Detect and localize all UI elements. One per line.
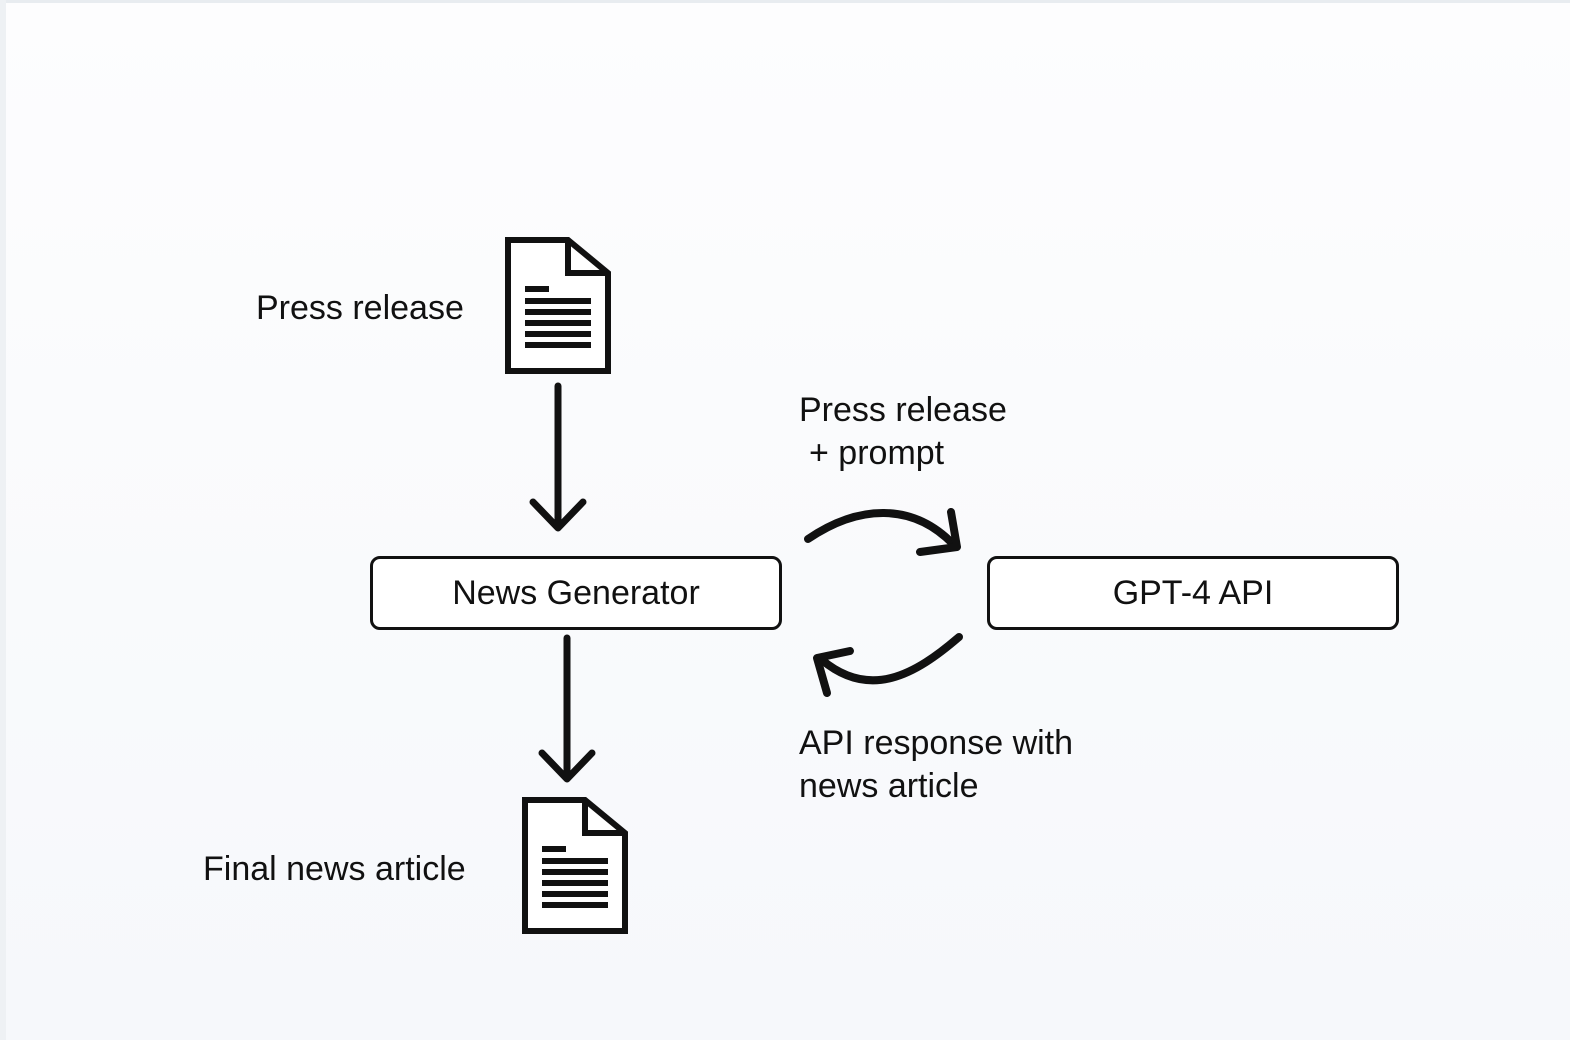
gpt4-api-node: GPT-4 API [987, 556, 1399, 630]
input-document-icon [505, 237, 611, 374]
request-edge-label-line2: + prompt [809, 434, 945, 472]
frame-top-border [0, 0, 1570, 3]
frame-left-border [0, 0, 6, 1040]
response-curved-arrow [813, 633, 963, 697]
request-curved-arrow [804, 508, 961, 556]
request-edge-label: Press release + prompt [799, 389, 1007, 475]
output-document-icon [522, 797, 628, 934]
press-release-label: Press release [256, 289, 464, 327]
request-edge-label-line1: Press release [799, 391, 1007, 429]
response-edge-label-line1: API response with [799, 724, 1074, 762]
gpt4-api-label: GPT-4 API [1112, 573, 1274, 612]
response-edge-label: API response with news article [799, 722, 1073, 808]
generator-to-output-arrow [538, 634, 596, 783]
input-to-generator-arrow [529, 382, 587, 532]
news-generator-label: News Generator [452, 573, 700, 612]
final-news-article-label: Final news article [203, 850, 466, 888]
response-edge-label-line2: news article [799, 767, 979, 805]
news-generator-node: News Generator [370, 556, 782, 630]
